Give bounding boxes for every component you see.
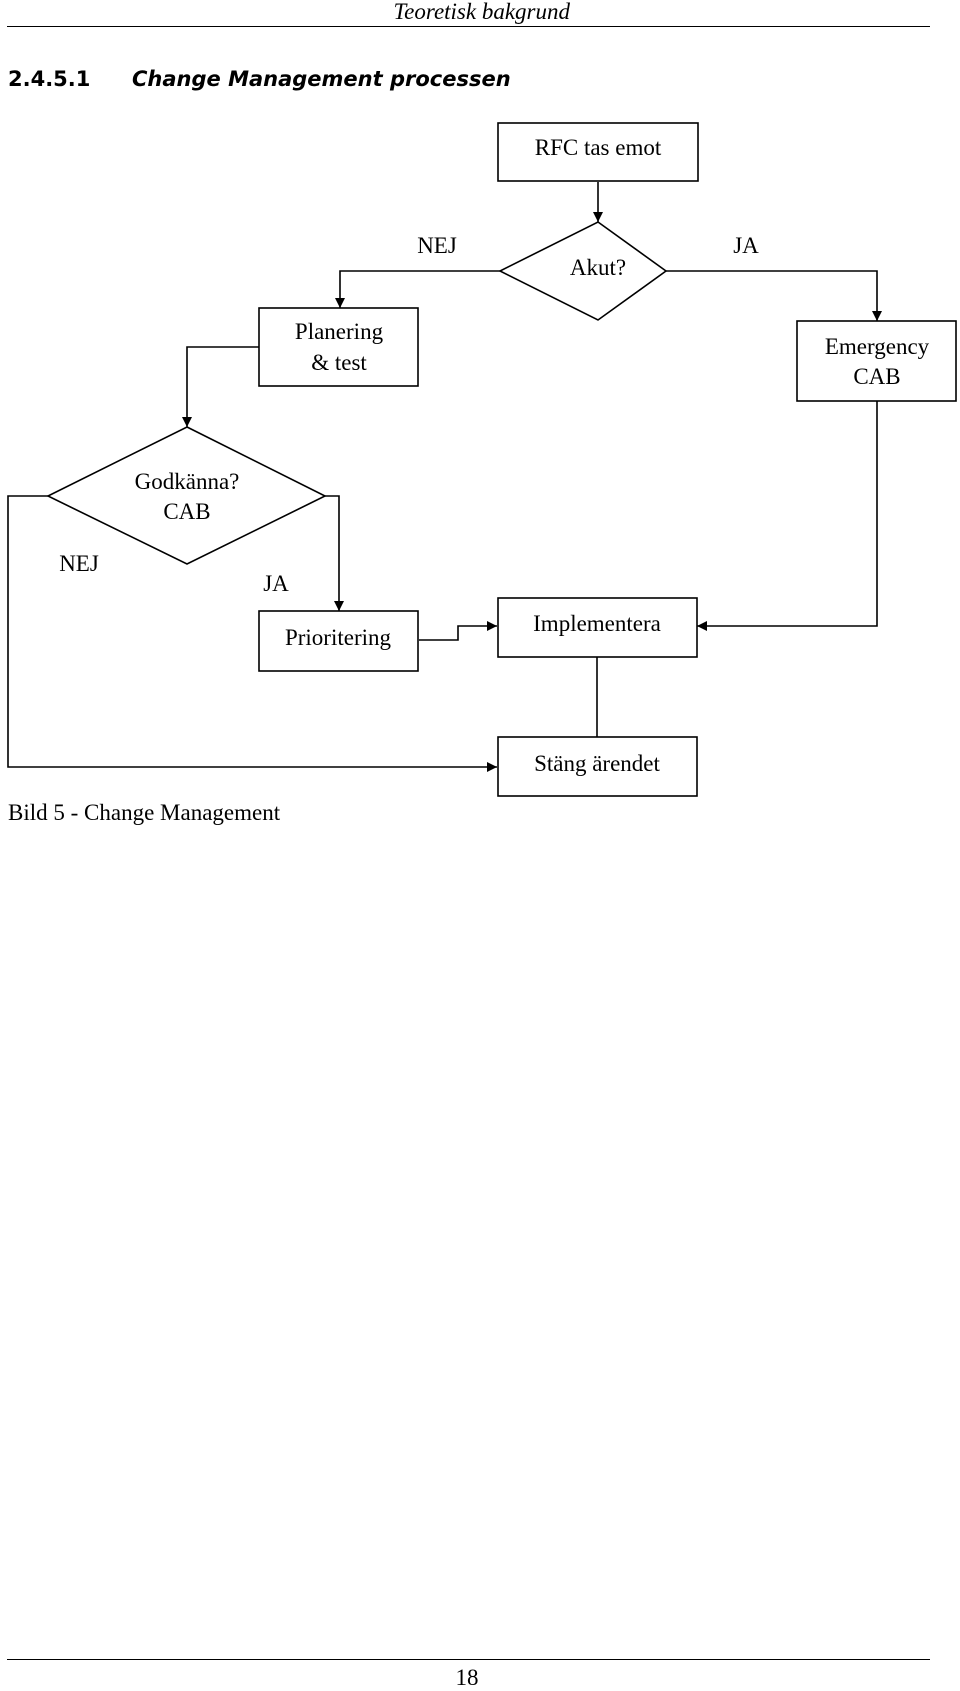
footer-rule [7, 1659, 930, 1660]
edge-godkanna-prioritering [325, 495, 344, 611]
edge-godkanna-stang [7, 495, 497, 772]
node-godkanna-label-2: CAB [163, 499, 210, 524]
section-number: 2.4.5.1 [8, 67, 91, 91]
node-planering-label-2: & test [311, 350, 367, 375]
edge-label-godkanna-nej: NEJ [59, 551, 99, 576]
edge-akut-planering [335, 270, 500, 308]
node-prioritering-label: Prioritering [285, 625, 392, 650]
node-godkanna-label-1: Godkänna? [135, 469, 240, 494]
node-stang-label: Stäng ärendet [534, 751, 660, 776]
page-number: 18 [455, 1665, 479, 1690]
section-title: Change Management processen [132, 67, 511, 91]
node-rfc [497, 122, 699, 182]
node-implementera-label: Implementera [533, 611, 661, 636]
node-emergency-cab [796, 320, 957, 402]
node-stang [497, 736, 698, 797]
node-godkanna [46, 426, 327, 565]
node-akut-label: Akut? [570, 255, 626, 280]
running-header: Teoretisk bakgrund [393, 0, 570, 24]
edge-emergency-implementera [697, 401, 878, 631]
node-akut [498, 221, 668, 321]
header-rule [7, 26, 930, 27]
edge-label-akut-ja: JA [733, 233, 759, 258]
node-planering [258, 307, 419, 387]
edge-label-godkanna-ja: JA [263, 571, 289, 596]
change-management-flowchart: RFC tas emot Akut? Planering & test Emer… [7, 122, 957, 797]
node-implementera [497, 597, 698, 658]
node-planering-label-1: Planering [295, 319, 384, 344]
node-emergency-label-1: Emergency [825, 334, 930, 359]
node-rfc-label: RFC tas emot [535, 135, 662, 160]
node-emergency-label-2: CAB [853, 364, 900, 389]
section-heading: 2.4.5.1 Change Management processen [8, 66, 511, 92]
edge-prioritering-implementera [419, 621, 497, 641]
edge-label-akut-nej: NEJ [417, 233, 457, 258]
edge-planering-godkanna [182, 346, 259, 427]
edge-akut-emergency [666, 270, 882, 321]
node-prioritering [258, 610, 419, 672]
figure-caption: Bild 5 - Change Management [8, 800, 281, 825]
